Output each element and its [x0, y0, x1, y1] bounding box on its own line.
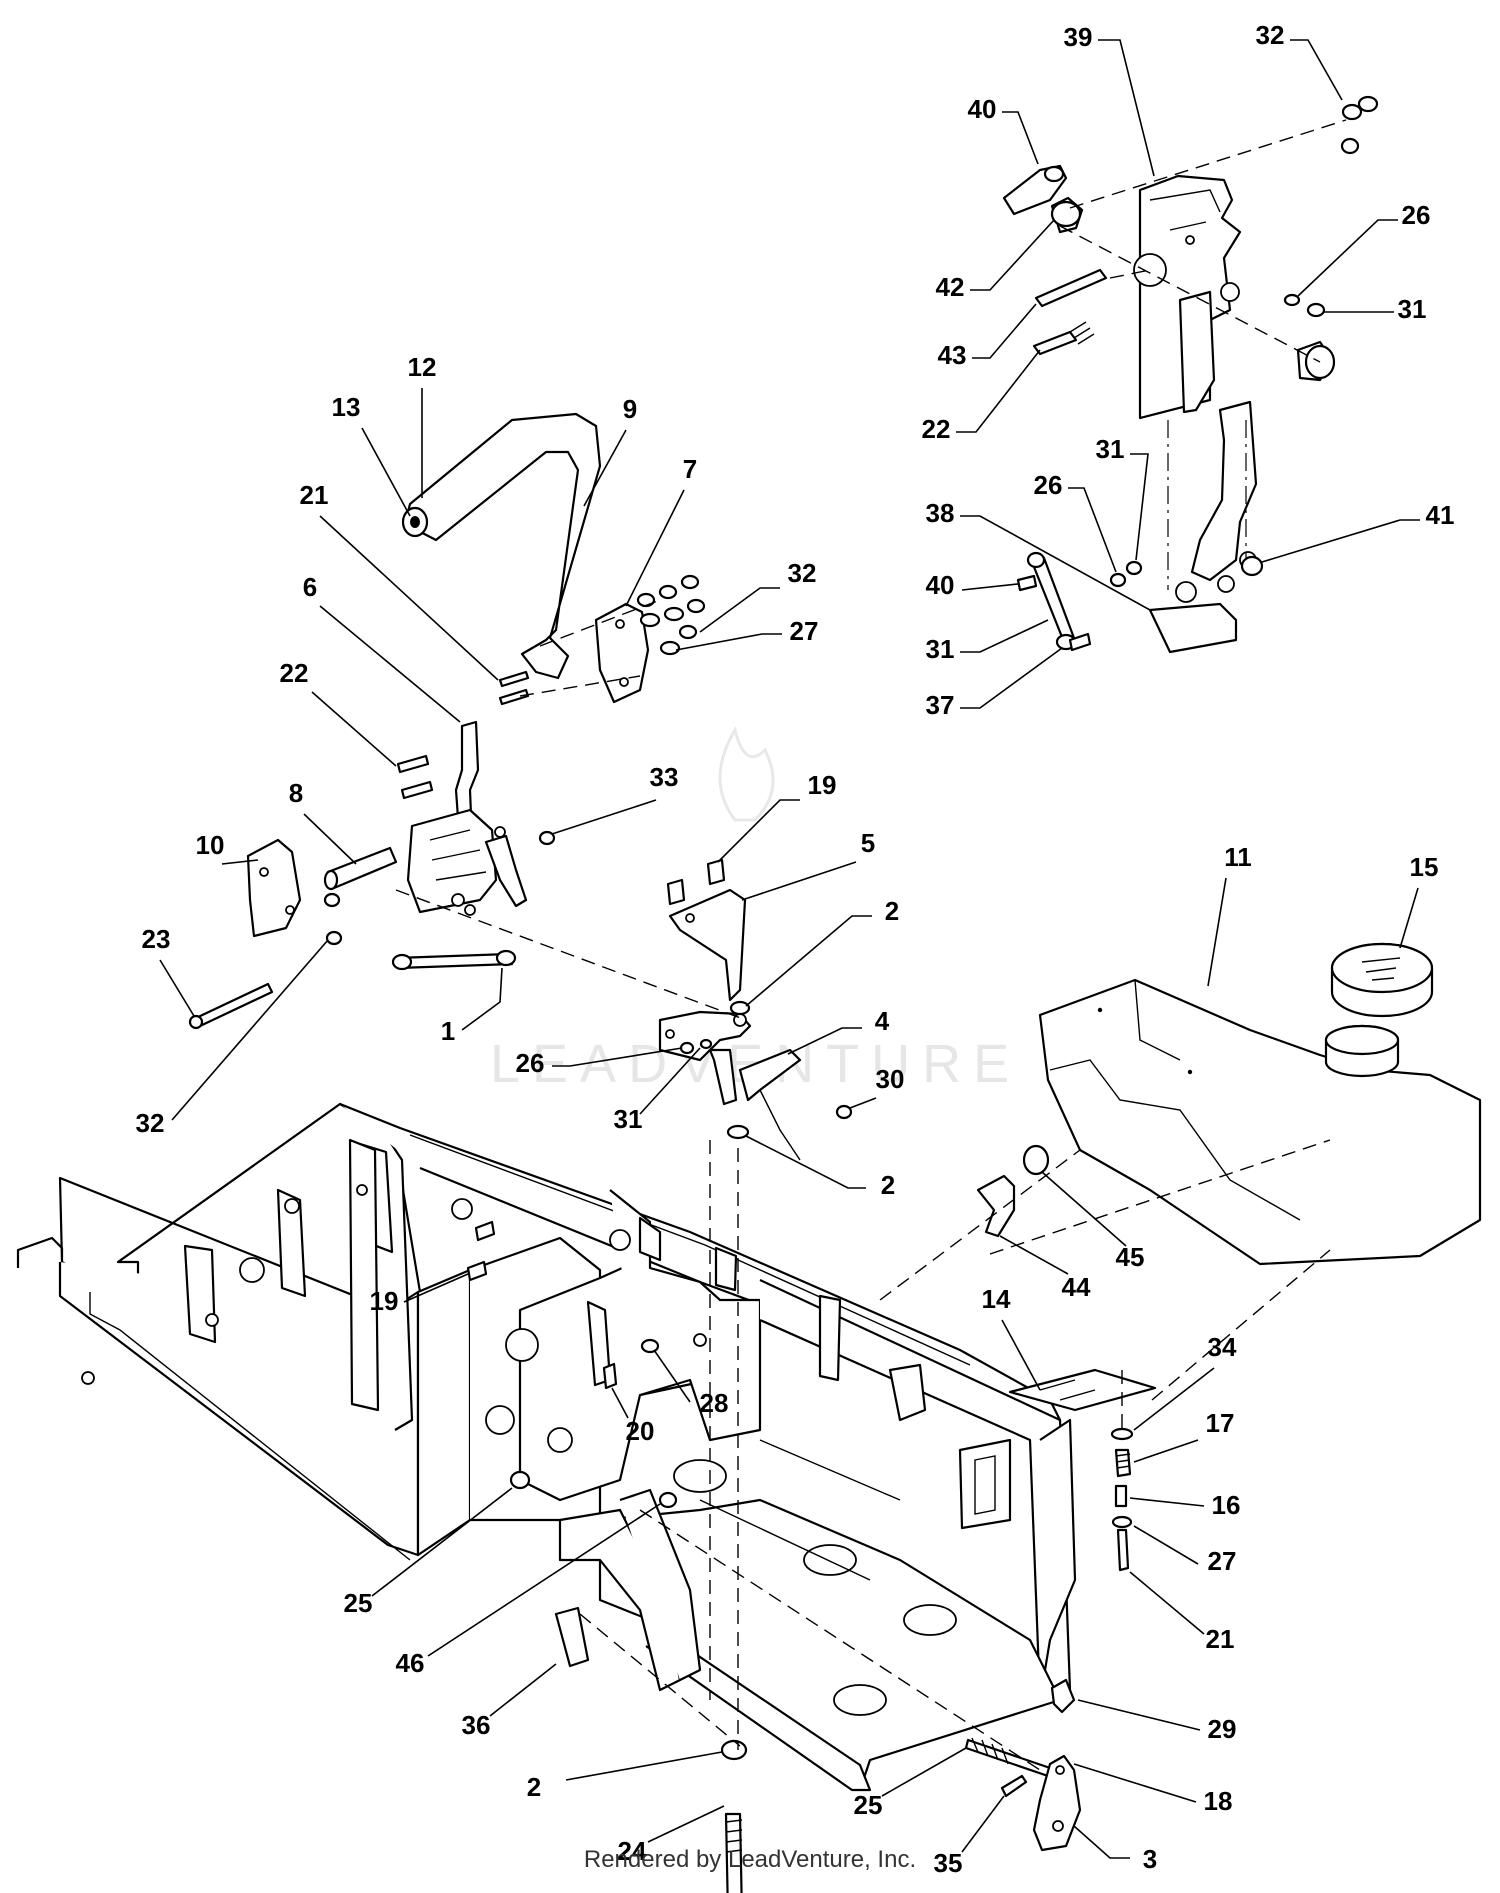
callout-11: 11 — [1224, 842, 1252, 872]
callout-15: 15 — [1410, 852, 1439, 882]
part-5-bracket — [668, 888, 747, 1002]
callout-17: 17 — [1206, 1408, 1235, 1438]
callout-18: 18 — [1204, 1786, 1233, 1816]
callout-42: 42 — [936, 272, 965, 302]
callout-2-mid: 2 — [881, 1170, 895, 1200]
callout-7: 7 — [683, 454, 697, 484]
callout-31-mid: 31 — [1096, 434, 1125, 464]
callout-4: 4 — [875, 1006, 890, 1036]
footer-credit: Rendered by LeadVenture, Inc. — [583, 1846, 917, 1873]
callout-40-lower: 40 — [926, 570, 955, 600]
callout-46: 46 — [396, 1648, 425, 1678]
callout-31-lower: 31 — [926, 634, 955, 664]
callout-1: 1 — [441, 1016, 455, 1046]
callout-26-center: 26 — [516, 1048, 545, 1078]
callout-25-left: 25 — [344, 1588, 373, 1618]
callout-34: 34 — [1208, 1332, 1237, 1362]
callout-27-upper: 27 — [790, 616, 819, 646]
callout-19-frame: 19 — [370, 1286, 399, 1316]
callout-2-upper: 2 — [885, 896, 899, 926]
callout-44: 44 — [1062, 1272, 1091, 1302]
callout-40-top: 40 — [968, 94, 997, 124]
callout-27-lower: 27 — [1208, 1546, 1237, 1576]
callout-45: 45 — [1116, 1242, 1145, 1272]
callout-32-lower: 32 — [136, 1108, 165, 1138]
callout-26-mid: 26 — [1034, 470, 1063, 500]
callout-30: 30 — [876, 1064, 905, 1094]
callout-13: 13 — [332, 392, 361, 422]
part-15-fuel-cap — [1330, 942, 1434, 1018]
pedal-foot — [1148, 602, 1238, 654]
callout-12: 12 — [408, 352, 437, 382]
callout-3: 3 — [1143, 1844, 1157, 1874]
callout-25-bottom: 25 — [854, 1790, 883, 1820]
callout-38: 38 — [926, 498, 955, 528]
pedal-assembly — [1002, 95, 1379, 654]
callout-37: 37 — [926, 690, 955, 720]
callout-35: 35 — [934, 1848, 963, 1878]
watermark-logo: LEADVENTURE — [490, 726, 1009, 1094]
callout-41: 41 — [1426, 500, 1455, 530]
callout-21-lower: 21 — [1206, 1624, 1235, 1654]
callout-22-right: 22 — [922, 414, 951, 444]
callout-32-top: 32 — [1256, 20, 1285, 50]
callout-23: 23 — [142, 924, 171, 954]
center-linkage — [658, 858, 853, 1161]
callout-19-upper: 19 — [808, 770, 837, 800]
callout-43: 43 — [938, 340, 967, 370]
part-11-fuel-tank — [1038, 978, 1482, 1266]
callout-20: 20 — [626, 1416, 655, 1446]
callout-8: 8 — [289, 778, 303, 808]
part-14-plate — [1008, 1368, 1157, 1412]
callout-6: 6 — [303, 572, 317, 602]
callout-9: 9 — [623, 394, 637, 424]
callout-2-bottom: 2 — [527, 1772, 541, 1802]
callout-29: 29 — [1208, 1714, 1237, 1744]
callout-36: 36 — [462, 1710, 491, 1740]
lower-right-parts — [395, 599, 1331, 1893]
callouts: 39 32 40 26 42 31 43 22 31 26 38 41 — [136, 20, 1455, 1878]
nut-washer-cluster — [636, 574, 706, 656]
callout-26-right: 26 — [1402, 200, 1431, 230]
callout-32-mid: 32 — [788, 558, 817, 588]
callout-31-right: 31 — [1398, 294, 1427, 324]
handle-assembly — [188, 412, 706, 1030]
callout-5: 5 — [861, 828, 875, 858]
callout-33: 33 — [650, 762, 679, 792]
main-frame — [16, 942, 1482, 1792]
callout-21-upper: 21 — [300, 480, 329, 510]
callout-39: 39 — [1064, 22, 1093, 52]
callout-10: 10 — [196, 830, 225, 860]
callout-14: 14 — [982, 1284, 1011, 1314]
callout-16: 16 — [1212, 1490, 1241, 1520]
callout-22-left: 22 — [280, 658, 309, 688]
callout-24: 24 — [618, 1836, 647, 1866]
callout-31-center: 31 — [614, 1104, 643, 1134]
callout-28: 28 — [700, 1388, 729, 1418]
